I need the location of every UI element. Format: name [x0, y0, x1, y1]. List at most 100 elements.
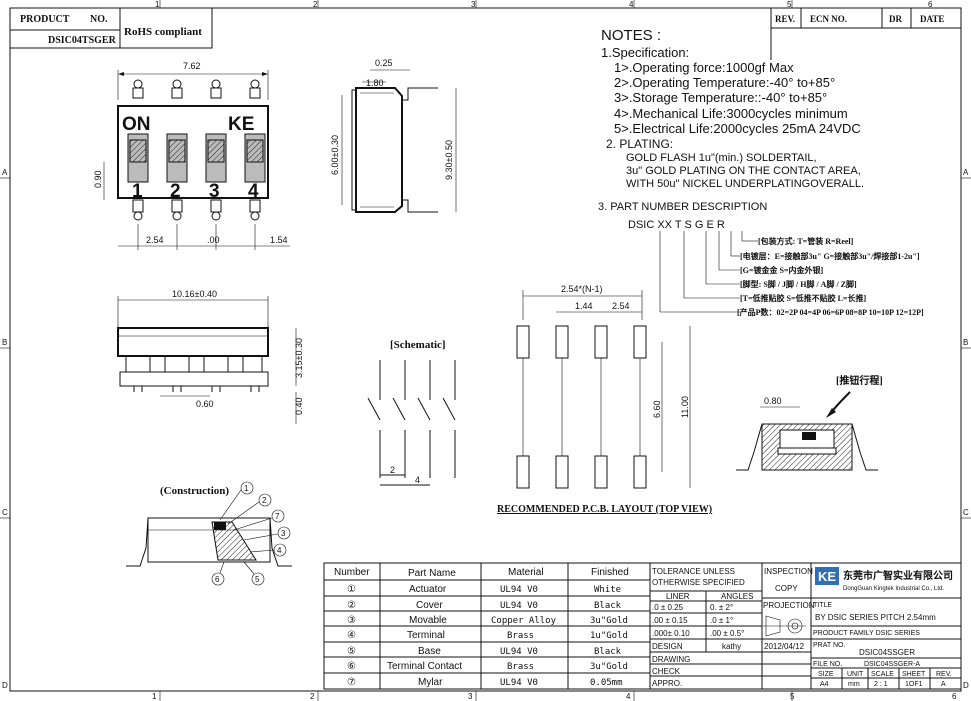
- part-no-label: PRAT NO.: [813, 642, 845, 649]
- callout: 2: [262, 496, 267, 505]
- plating-line: 3u" GOLD PLATING ON THE CONTACT AREA,: [626, 165, 861, 177]
- bom-header: Number: [334, 567, 370, 578]
- title-label: TITLE: [813, 602, 832, 609]
- company-name-en: DongGuan Kingtek Industrial Co., Ltd.: [843, 586, 944, 592]
- dim-front-height: 3.15±0.30: [294, 338, 304, 378]
- bom-part: Base: [418, 646, 441, 657]
- dim-pitch-mid: .00: [207, 235, 220, 245]
- bom-header: Finished: [591, 567, 629, 578]
- ecn-header: ECN NO.: [810, 14, 847, 24]
- pcb-dim-1100: 11.00: [680, 396, 690, 418]
- pcb-dim-total: 2.54*(N-1): [561, 284, 603, 294]
- callout: 3: [281, 529, 286, 538]
- spec-line: 4>.Mechanical Life:3000cycles minimum: [614, 106, 848, 121]
- callout: 6: [215, 575, 220, 584]
- copy-label: COPY: [775, 584, 798, 593]
- bom-finished: 0.05mm: [590, 678, 623, 688]
- plating-line: GOLD FLASH 1u"(min.) SOLDERTAIL,: [626, 152, 817, 164]
- title-block: INSPECTION COPY PROJECTION KE 东莞市广智实业有限公…: [761, 562, 962, 690]
- schematic-dim-4: 4: [415, 475, 420, 485]
- pn-code: DSIC XX T S G E R: [628, 219, 725, 231]
- product-box: PRODUCT NO. DSIC04TSGER RoHS compliant: [9, 7, 213, 49]
- pn-desc: [T=低推贴胶 S=低推不贴胶 L=长推]: [740, 293, 866, 303]
- actuator-detail: [推钮行程] 0.80: [736, 374, 883, 471]
- design-label: DESIGN: [652, 642, 683, 651]
- dim-length: 10.16±0.40: [172, 289, 217, 299]
- bom-num: ①: [347, 584, 356, 595]
- size-value: A4: [820, 681, 829, 688]
- bom-part: Mylar: [418, 677, 443, 688]
- dim-body-height: 6.00±0.30: [330, 135, 340, 175]
- col-liner: LINER: [666, 592, 690, 601]
- row-label: A: [2, 168, 8, 177]
- bom-material: UL94 V0: [500, 601, 538, 611]
- bom-finished: 1u"Gold: [590, 631, 628, 641]
- col-label: 1: [152, 692, 157, 701]
- bom-num: ⑤: [347, 646, 356, 657]
- switch-body-top: [117, 105, 269, 199]
- bom-part: Actuator: [409, 584, 447, 595]
- sheet-value: 1OF1: [905, 681, 923, 688]
- date-header: DATE: [920, 14, 944, 24]
- bom-material: UL94 V0: [500, 585, 538, 595]
- dim-180: 1.80: [366, 78, 384, 88]
- pcb-dim-660: 6.60: [652, 400, 662, 418]
- product-part-no: DSIC04TSGER: [48, 35, 117, 46]
- bom-material: UL94 V0: [500, 647, 538, 657]
- bom-num: ②: [347, 600, 356, 611]
- rev-label: REV.: [936, 671, 952, 678]
- angle-tol: .0 ± 1°: [710, 616, 733, 625]
- title-value: BY DSIC SERIES PITCH 2.54mm: [815, 613, 936, 622]
- check-label: CHECK: [652, 667, 681, 676]
- sheet-frame: [9, 7, 962, 692]
- notes-block: NOTES : 1.Specification: 1>.Operating fo…: [598, 27, 924, 317]
- plating-title: 2. PLATING:: [606, 137, 673, 151]
- projection-label: PROJECTION: [763, 601, 815, 610]
- notes-title: NOTES :: [601, 27, 661, 44]
- dim-standoff: 0.40: [294, 397, 304, 415]
- row-label: B: [2, 338, 7, 347]
- col-label: 5: [790, 692, 795, 701]
- projection-symbol: [763, 615, 806, 637]
- bom-header: Material: [508, 567, 544, 578]
- liner-tol: .00 ± 0.15: [652, 616, 688, 625]
- liner-tol: .000± 0.10: [652, 629, 690, 638]
- dim-pitch-left: 2.54: [146, 235, 164, 245]
- unit-label: UNIT: [847, 671, 864, 678]
- callout: 5: [255, 575, 260, 584]
- schematic: [Schematic] 2 4: [367, 339, 456, 486]
- design-value: kathy: [722, 642, 741, 651]
- angle-tol: .00 ± 0.5°: [710, 629, 744, 638]
- product-family: PRODUCT FAMILY DSIC SERIES: [813, 630, 920, 637]
- callout: 1: [244, 484, 249, 493]
- actuator-knob: [246, 139, 264, 163]
- col-label: 4: [626, 692, 631, 701]
- appro-label: APPRO.: [652, 679, 682, 688]
- construction-view: (Construction) 1 2 7 3 4 5 6: [126, 481, 292, 586]
- spec-line: 3>.Storage Temperature::-40° to+85°: [614, 90, 827, 105]
- bom-finished: 3u"Gold: [590, 616, 628, 626]
- actuator-knob: [207, 139, 225, 163]
- actuator-knob: [168, 139, 186, 163]
- dim-total-height: 9.30±0.50: [444, 140, 454, 180]
- rev-header: REV.: [775, 14, 795, 24]
- pn-desc: [电镀层：E=接触部3u" G=接触部3u"/焊接部1-2u"]: [740, 251, 920, 261]
- col-label: 3: [471, 0, 476, 9]
- row-label: D: [2, 681, 8, 690]
- row-label: A: [963, 168, 969, 177]
- no-label: NO.: [90, 14, 108, 25]
- pn-desc: [产品P数：02=2P 04=4P 06=6P 08=8P 10=10P 12=…: [737, 307, 924, 317]
- unit-value: mm: [848, 681, 860, 688]
- col-label: 6: [928, 0, 933, 9]
- pn-title: 3. PART NUMBER DESCRIPTION: [598, 201, 767, 213]
- side-view: 0.25 1.80 6.00±0.30 9.30±0.50: [330, 58, 457, 213]
- part-no-value: DSIC04SSGER: [859, 648, 915, 657]
- col-label: 6: [952, 692, 957, 701]
- switch-number: 2: [170, 181, 181, 202]
- construction-title: (Construction): [160, 485, 229, 497]
- schematic-dim-2: 2: [390, 465, 395, 475]
- bom-num: ④: [347, 630, 356, 641]
- file-no-label: FILE NO.: [813, 661, 842, 668]
- col-label: 3: [468, 692, 473, 701]
